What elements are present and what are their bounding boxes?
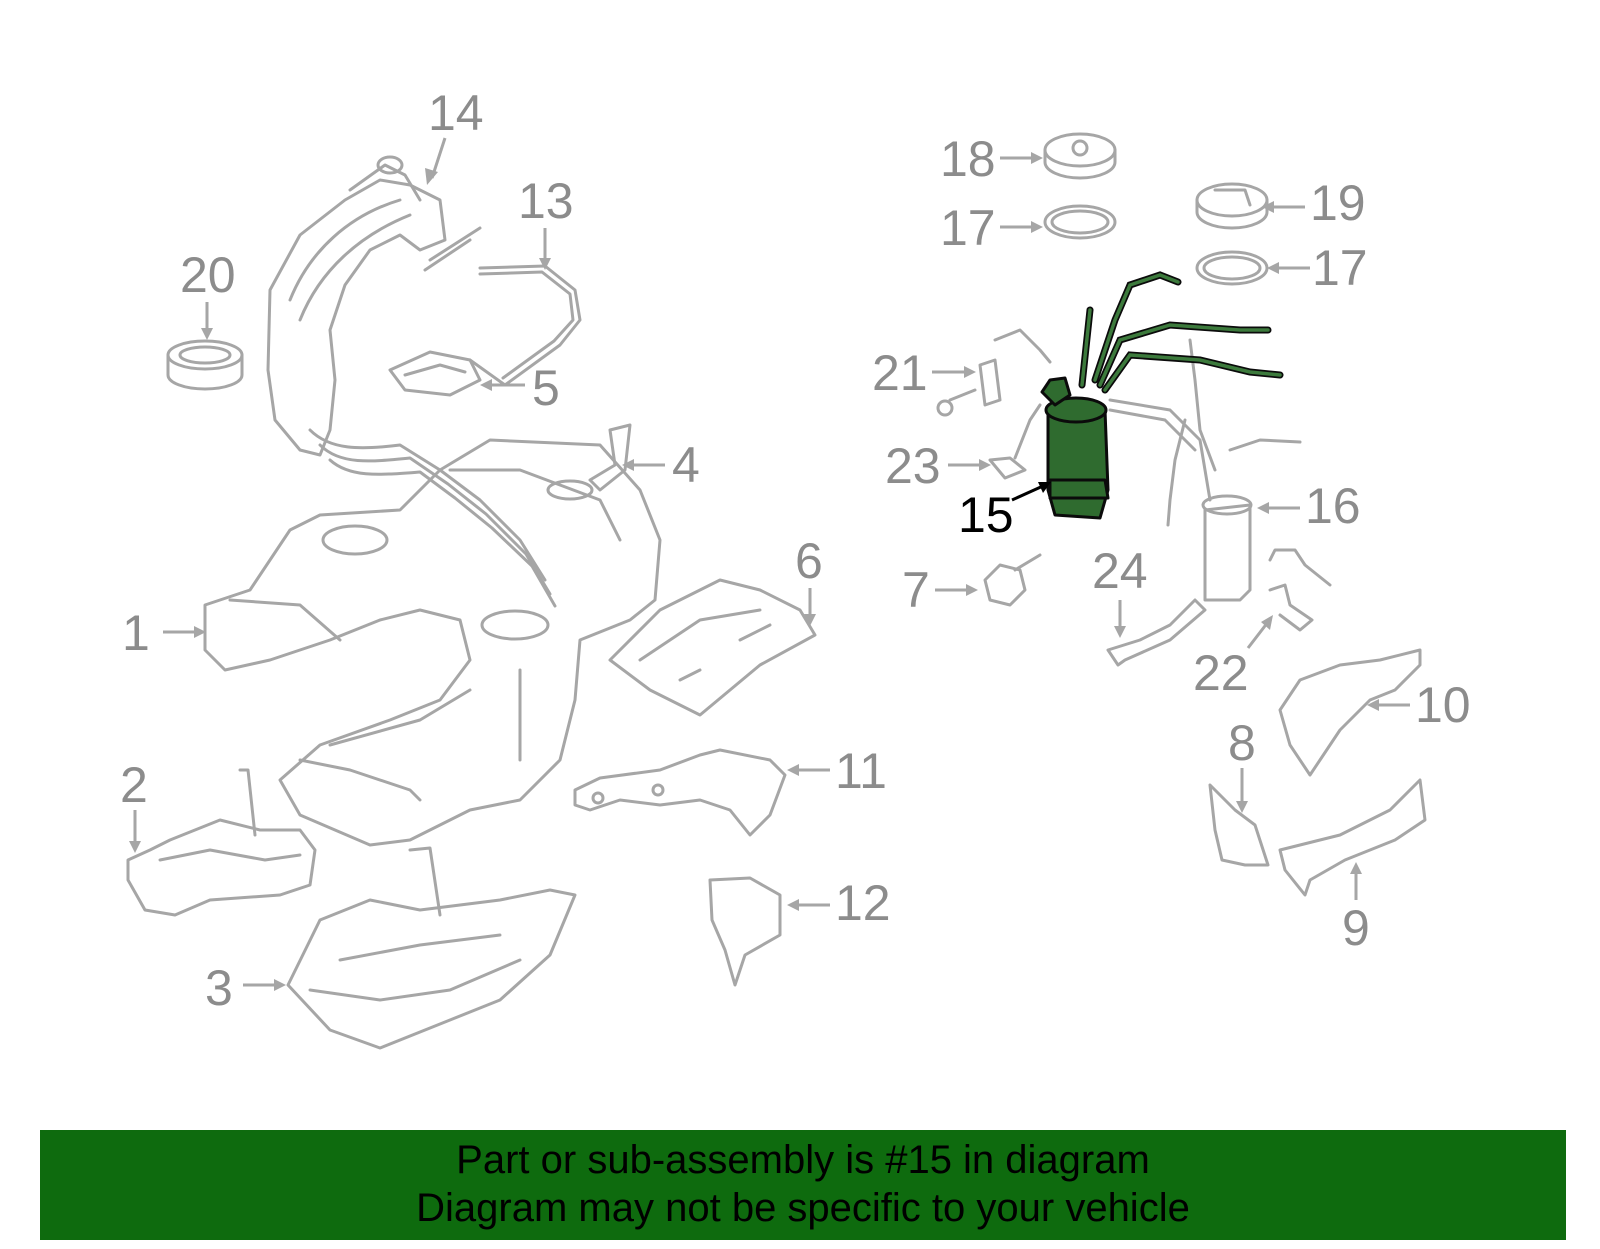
part-8-bracket <box>1208 783 1270 867</box>
part-22-bracket <box>1268 548 1332 632</box>
callout-8: 8 <box>1228 715 1256 771</box>
part-17-seal-ring-lower <box>1195 250 1269 286</box>
banner-line-disclaimer: Diagram may not be specific to your vehi… <box>416 1186 1190 1230</box>
callout-12: 12 <box>835 875 891 931</box>
part-12-bracket <box>708 876 782 987</box>
part-10-shield <box>1278 648 1422 777</box>
callout-15: 15 <box>958 487 1014 543</box>
part-19-cap <box>1195 182 1269 230</box>
callout-7: 7 <box>902 562 930 618</box>
callout-17-lower: 17 <box>1312 240 1368 296</box>
parts-diagram: 14 13 20 5 4 1 6 2 11 12 3 18 17 19 17 2… <box>120 85 1471 1050</box>
callout-18: 18 <box>940 131 996 187</box>
callout-4: 4 <box>672 437 700 493</box>
part-11-heat-shield <box>573 748 787 837</box>
part-20-lock-ring <box>166 339 244 391</box>
callout-20: 20 <box>180 247 236 303</box>
part-1-fuel-tank <box>203 438 662 847</box>
part-14-filler-neck <box>266 155 557 608</box>
part-15-fuel-pump-highlighted <box>1040 271 1284 520</box>
callout-13: 13 <box>518 173 574 229</box>
callout-16: 16 <box>1305 478 1361 534</box>
part-13-vent-tube <box>468 264 582 387</box>
callout-3: 3 <box>205 960 233 1016</box>
part-17-seal-ring-upper <box>1043 204 1117 240</box>
part-3-shield <box>286 846 577 1050</box>
callout-22: 22 <box>1193 645 1249 701</box>
part-7-valve <box>983 553 1042 607</box>
banner-line-part: Part or sub-assembly is #15 in diagram <box>456 1138 1150 1182</box>
callout-11: 11 <box>835 743 887 799</box>
callout-23: 23 <box>885 438 941 494</box>
callout-6: 6 <box>795 533 823 589</box>
callout-arrows <box>129 137 1410 991</box>
part-4-bracket <box>588 423 632 492</box>
info-banner: Part or sub-assembly is #15 in diagram D… <box>40 1130 1566 1240</box>
part-18-cap <box>1043 132 1117 180</box>
part-24-bracket <box>1106 598 1207 667</box>
part-23-bracket <box>988 403 1042 480</box>
callout-5: 5 <box>532 360 560 416</box>
callout-21: 21 <box>872 345 928 401</box>
callout-24: 24 <box>1092 543 1148 599</box>
part-9-rail <box>1278 778 1427 897</box>
part-5-shield <box>388 350 482 397</box>
callout-10: 10 <box>1415 677 1471 733</box>
callout-17-upper: 17 <box>940 200 996 256</box>
part-21-bracket <box>936 328 1052 417</box>
callout-1: 1 <box>122 605 150 661</box>
callout-labels: 14 13 20 5 4 1 6 2 11 12 3 18 17 19 17 2… <box>120 85 1471 1016</box>
callout-9: 9 <box>1342 900 1370 956</box>
callout-19: 19 <box>1310 175 1366 231</box>
part-6-heat-shield <box>608 578 817 717</box>
part-2-shield <box>126 768 317 917</box>
callout-14: 14 <box>428 85 484 141</box>
callout-2: 2 <box>120 757 148 813</box>
